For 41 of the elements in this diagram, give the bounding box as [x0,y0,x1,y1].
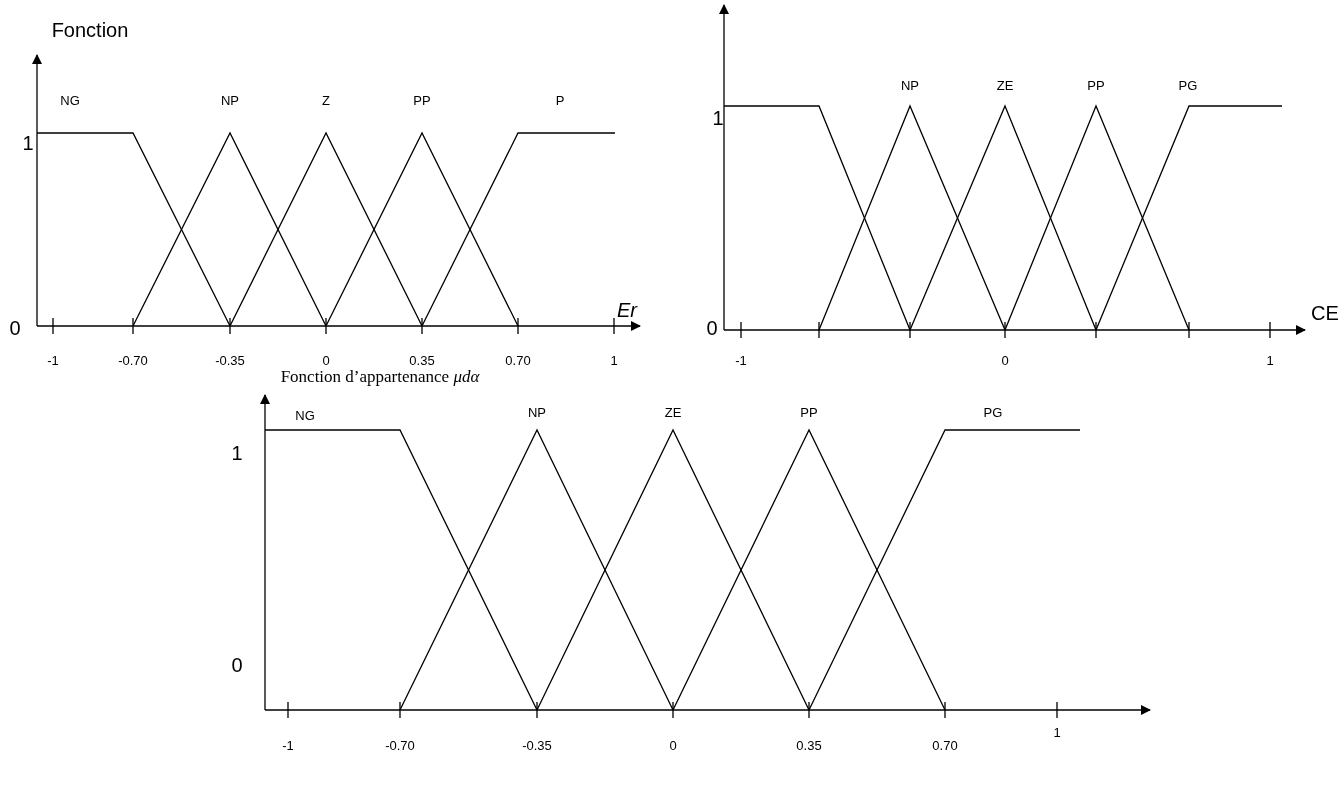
axis-value: 0 [9,318,21,338]
tick-label: -1 [735,353,747,367]
term-label: NG [295,408,315,422]
axis-label: CE [1311,303,1338,323]
tick-label: 1 [1266,353,1274,367]
axis-label: Fonction d’appartenance μdα [280,367,480,385]
tick-label: 0 [669,738,677,752]
axis-value: 1 [22,133,34,153]
term-label: NP [220,93,240,107]
term-label: P [555,93,565,107]
term-label: PP [1087,78,1105,92]
term-label: NP [527,405,547,419]
tick-label: 0.70 [505,353,531,367]
tick-label: -0.35 [522,738,552,752]
tick-label: 0.35 [796,738,822,752]
tick-label: -0.70 [118,353,148,367]
term-label: PG [1178,78,1198,92]
term-label: NG [60,93,80,107]
term-label: NP [900,78,920,92]
axis-value: 1 [712,108,724,128]
term-label: PG [983,405,1003,419]
tick-label: 1 [1053,725,1061,739]
axis-label: Fonction [51,20,129,40]
axis-value: 0 [706,318,718,338]
tick-label: 0 [1001,353,1009,367]
tick-label: 0.35 [409,353,435,367]
tick-label: 0 [322,353,330,367]
term-label: Z [322,93,330,107]
axis-value: 0 [231,655,243,675]
tick-label: -0.35 [215,353,245,367]
axis-value: 1 [231,443,243,463]
axis-label: Er [617,300,637,320]
tick-label: -1 [47,353,59,367]
term-label: PP [413,93,431,107]
term-label: ZE [996,78,1014,92]
term-label: PP [800,405,818,419]
tick-label: -0.70 [385,738,415,752]
tick-label: 1 [610,353,618,367]
tick-label: 0.70 [932,738,958,752]
term-label: ZE [664,405,682,419]
tick-label: -1 [282,738,294,752]
